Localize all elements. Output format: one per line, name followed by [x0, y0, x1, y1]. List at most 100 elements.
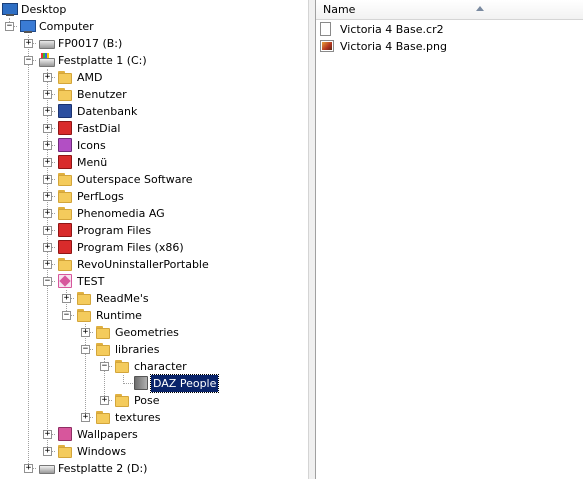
- expand-icon[interactable]: +: [43, 242, 52, 252]
- tree-item-runtime[interactable]: − Runtime: [0, 307, 300, 324]
- expand-icon[interactable]: +: [43, 174, 52, 184]
- book-folder-icon: [58, 240, 72, 254]
- folder-icon: [77, 292, 91, 305]
- tree-item-label: Geometries: [115, 326, 179, 339]
- expand-icon[interactable]: +: [43, 140, 52, 150]
- collapse-icon[interactable]: −: [81, 344, 90, 354]
- tree-item-test[interactable]: − TEST: [0, 273, 300, 290]
- file-name: Victoria 4 Base.cr2: [340, 23, 444, 36]
- tree-item-folder[interactable]: + ReadMe's: [0, 290, 300, 307]
- file-list-pane[interactable]: Name Victoria 4 Base.cr2 Victoria 4 Base…: [316, 0, 583, 479]
- folder-icon: [58, 173, 72, 186]
- tree-item-label: Menü: [77, 156, 108, 169]
- tree-item-label: Icons: [77, 139, 106, 152]
- expand-icon[interactable]: +: [43, 72, 52, 82]
- expand-icon[interactable]: +: [81, 327, 90, 337]
- tree-item-folder[interactable]: + RevoUninstallerPortable: [0, 256, 300, 273]
- tree-item-folder[interactable]: + Geometries: [0, 324, 300, 341]
- tree-item-folder[interactable]: + Menü: [0, 154, 300, 171]
- expand-icon[interactable]: +: [81, 412, 90, 422]
- tree-item-label: TEST: [77, 275, 105, 288]
- tree-item-folder[interactable]: + Wallpapers: [0, 426, 300, 443]
- tree-item-folder[interactable]: + Phenomedia AG: [0, 205, 300, 222]
- tree-item-folder[interactable]: + Pose: [0, 392, 300, 409]
- expand-icon[interactable]: +: [43, 191, 52, 201]
- tree-item-folder[interactable]: + AMD: [0, 69, 300, 86]
- expand-icon[interactable]: +: [43, 123, 52, 133]
- column-header-name[interactable]: Name: [316, 0, 583, 20]
- tree-item-folder[interactable]: + Program Files: [0, 222, 300, 239]
- expand-icon[interactable]: +: [43, 106, 52, 116]
- file-item[interactable]: Victoria 4 Base.png: [320, 38, 560, 55]
- collapse-icon[interactable]: −: [62, 310, 71, 320]
- computer-icon-stand: [24, 31, 32, 33]
- tree-item-label: PerfLogs: [77, 190, 124, 203]
- tree-guide: [104, 358, 105, 402]
- windows-logo-icon: [41, 53, 49, 58]
- tree-item-label-selected: DAZ People: [149, 374, 220, 393]
- tree-item-festplatte1[interactable]: − Festplatte 1 (C:): [0, 52, 300, 69]
- desktop-icon-stand: [6, 14, 14, 16]
- tree-item-festplatte2[interactable]: + Festplatte 2 (D:): [0, 460, 300, 477]
- folder-icon: [58, 445, 72, 458]
- file-item[interactable]: Victoria 4 Base.cr2: [320, 21, 560, 38]
- tree-item-label: RevoUninstallerPortable: [77, 258, 209, 271]
- tree-item-folder[interactable]: + Program Files (x86): [0, 239, 300, 256]
- gray-folder-icon: [134, 376, 148, 390]
- tree-item-desktop[interactable]: Desktop: [0, 1, 300, 18]
- tree-item-label: Festplatte 2 (D:): [58, 462, 148, 475]
- book-folder-icon: [58, 138, 72, 152]
- expand-icon[interactable]: +: [43, 429, 52, 439]
- expand-icon[interactable]: +: [43, 157, 52, 167]
- tree-item-folder[interactable]: + PerfLogs: [0, 188, 300, 205]
- tree-item-folder[interactable]: + Icons: [0, 137, 300, 154]
- tree-item-label: textures: [115, 411, 161, 424]
- tree-item-computer[interactable]: − Computer: [0, 18, 300, 35]
- folder-icon: [58, 71, 72, 84]
- tree-item-label: ReadMe's: [96, 292, 149, 305]
- pane-splitter[interactable]: [308, 0, 316, 479]
- tree-item-label: Phenomedia AG: [77, 207, 165, 220]
- expand-icon[interactable]: +: [43, 89, 52, 99]
- open-folder-icon: [115, 360, 129, 373]
- expand-icon[interactable]: +: [43, 446, 52, 456]
- tree-item-fp0017[interactable]: + FP0017 (B:): [0, 35, 300, 52]
- folder-icon: [58, 258, 72, 271]
- tree-item-label: Program Files (x86): [77, 241, 184, 254]
- tree-item-folder[interactable]: + Benutzer: [0, 86, 300, 103]
- tree-item-folder[interactable]: + textures: [0, 409, 300, 426]
- tree-item-libraries[interactable]: − libraries: [0, 341, 300, 358]
- tree-item-label: Datenbank: [77, 105, 138, 118]
- expand-icon[interactable]: +: [24, 463, 33, 473]
- special-folder-icon: [58, 274, 72, 288]
- tree-item-folder[interactable]: + FastDial: [0, 120, 300, 137]
- file-name: Victoria 4 Base.png: [340, 40, 447, 53]
- tree-item-label: FastDial: [77, 122, 121, 135]
- expand-icon[interactable]: +: [24, 38, 33, 48]
- collapse-icon[interactable]: −: [24, 55, 33, 65]
- open-folder-icon: [96, 343, 110, 356]
- folder-icon: [96, 411, 110, 424]
- sort-ascending-icon: [476, 6, 484, 11]
- folder-tree-pane[interactable]: Desktop − Computer + FP0017 (B:) − Festp…: [0, 0, 308, 479]
- expand-icon[interactable]: +: [43, 225, 52, 235]
- tree-item-label: libraries: [115, 343, 160, 356]
- tree-item-folder[interactable]: + Datenbank: [0, 103, 300, 120]
- tree-item-folder[interactable]: + Outerspace Software: [0, 171, 300, 188]
- book-folder-icon: [58, 121, 72, 135]
- tree-item-daz-people[interactable]: DAZ People: [0, 374, 300, 393]
- expand-icon[interactable]: +: [100, 395, 109, 405]
- tree-item-label: Program Files: [77, 224, 152, 237]
- open-folder-icon: [77, 309, 91, 322]
- hard-drive-icon: [39, 58, 55, 67]
- expand-icon[interactable]: +: [43, 259, 52, 269]
- collapse-icon[interactable]: −: [43, 276, 52, 286]
- collapse-icon[interactable]: −: [5, 21, 14, 31]
- folder-icon: [58, 88, 72, 101]
- expand-icon[interactable]: +: [43, 208, 52, 218]
- folder-icon: [115, 394, 129, 407]
- tree-item-folder[interactable]: + Windows: [0, 443, 300, 460]
- tree-item-character[interactable]: − character: [0, 358, 300, 375]
- collapse-icon[interactable]: −: [100, 361, 109, 371]
- expand-icon[interactable]: +: [62, 293, 71, 303]
